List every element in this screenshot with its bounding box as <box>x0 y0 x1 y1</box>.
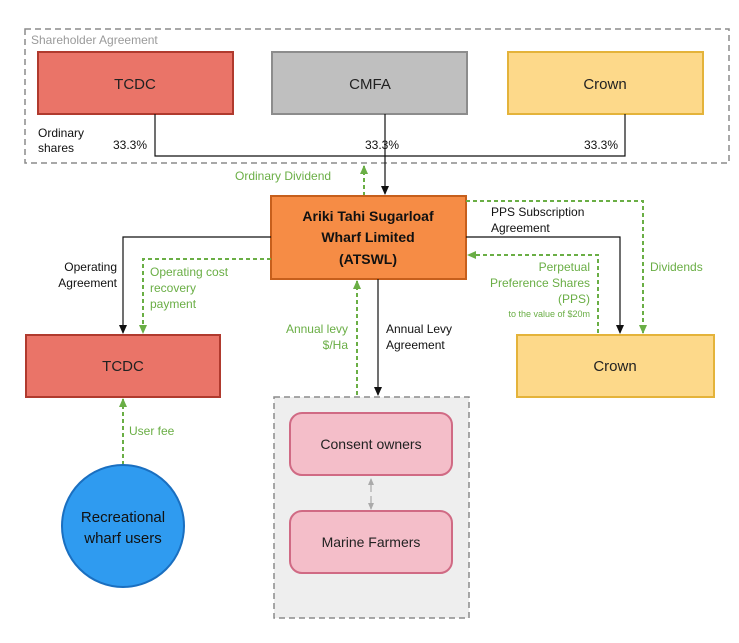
pps-subscription-label-line2: Agreement <box>491 221 550 235</box>
crown-shareholder-label: Crown <box>583 76 626 93</box>
marine-farmers-label: Marine Farmers <box>322 534 421 550</box>
operating-cost-recovery-arrow <box>139 258 271 334</box>
annual-levy-label-line1: Annual levy <box>286 322 348 336</box>
crown-investor-label: Crown <box>593 358 636 375</box>
annual-levy-label-line2: $/Ha <box>323 338 349 352</box>
operating-agreement-label-line1: Operating <box>64 260 117 274</box>
pps-value-label: to the value of $20m <box>508 309 590 319</box>
ordinary-shares-label-line1: Ordinary <box>38 126 84 140</box>
tcdc-operator-box <box>25 334 221 398</box>
cmfa-shareholder-label: CMFA <box>349 76 391 93</box>
recreational-users-label-line1: Recreational <box>81 509 165 526</box>
operating-cost-recovery-label-line1: Operating cost <box>150 265 229 279</box>
ordinary-dividend-label: Ordinary Dividend <box>235 169 331 183</box>
operating-agreement-arrow <box>119 236 271 334</box>
crown-shareholder-box <box>507 51 704 115</box>
annual-levy-agreement-label-line2: Agreement <box>386 338 445 352</box>
user-fee-label: User fee <box>129 424 175 438</box>
shareholder-agreement-group <box>24 28 730 164</box>
perpetual-preference-label-line3: (PPS) <box>558 292 590 306</box>
ordinary-shares-label-line2: shares <box>38 141 74 155</box>
crown-investor-box <box>516 334 715 398</box>
cmfa-shareholder-box <box>271 51 468 115</box>
dividends-arrow <box>466 200 647 334</box>
operating-cost-recovery-label-line3: payment <box>150 297 197 311</box>
atswl-label-line3: (ATSWL) <box>339 251 397 267</box>
annual-levy-agreement-label-line1: Annual Levy <box>386 322 452 336</box>
perpetual-preference-shares-arrow <box>467 251 599 333</box>
perpetual-preference-label-line1: Perpetual <box>539 260 590 274</box>
dividends-label: Dividends <box>650 260 703 274</box>
tcdc-share-percent: 33.3% <box>113 138 147 152</box>
operating-cost-recovery-label-line2: recovery <box>150 281 196 295</box>
share-connector <box>154 114 626 157</box>
tcdc-operator-label: TCDC <box>102 358 144 375</box>
recreational-users-circle <box>61 464 185 588</box>
cmfa-share-percent: 33.3% <box>365 138 399 152</box>
shareholder-agreement-label: Shareholder Agreement <box>31 33 158 47</box>
marine-farmers-box <box>289 510 453 574</box>
atswl-label-line2: Wharf Limited <box>321 229 414 245</box>
crown-share-percent: 33.3% <box>584 138 618 152</box>
recreational-users-label-line2: wharf users <box>83 530 162 547</box>
perpetual-preference-label-line2: Preference Shares <box>490 276 590 290</box>
pps-subscription-arrow <box>466 236 624 334</box>
tcdc-shareholder-label: TCDC <box>114 76 156 93</box>
operating-agreement-label-line2: Agreement <box>58 276 117 290</box>
consent-owners-box <box>289 412 453 476</box>
tcdc-shareholder-box <box>37 51 234 115</box>
pps-subscription-label-line1: PPS Subscription <box>491 205 584 219</box>
atswl-label-line1: Ariki Tahi Sugarloaf <box>302 208 434 224</box>
consent-owners-label: Consent owners <box>320 436 421 452</box>
